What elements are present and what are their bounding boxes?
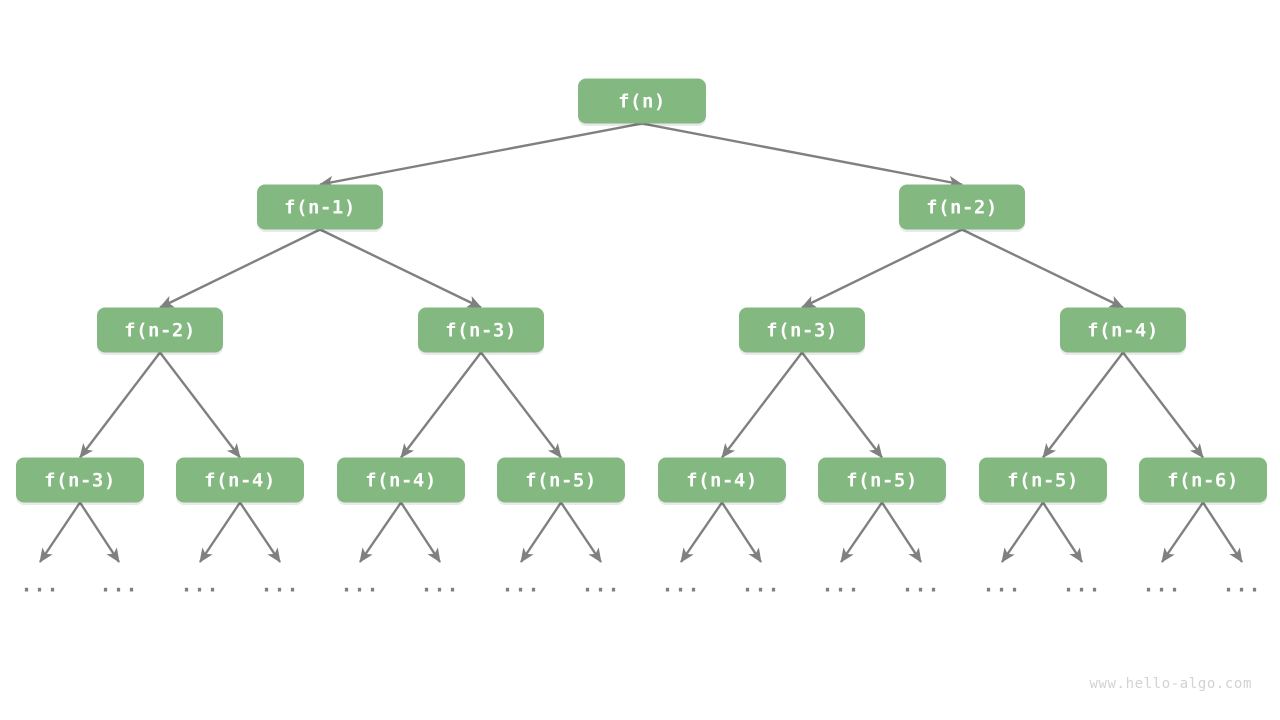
tree-node[interactable]: f(n-3) xyxy=(418,307,544,356)
tree-node[interactable]: f(n-5) xyxy=(979,457,1107,506)
tree-edge-leaf xyxy=(239,501,281,563)
tree-edge-leaf xyxy=(720,501,763,563)
tree-edge-leaf xyxy=(680,501,723,563)
tree-node[interactable]: f(n-6) xyxy=(1139,457,1267,506)
nodes-layer: f(n) f(n-1) f(n-2) f(n-2) f(n-3) f(n-3) f(n-4)… xyxy=(16,78,1267,506)
ellipses-layer: ........................................… xyxy=(20,573,1261,597)
tree-edge xyxy=(1122,351,1204,459)
tree-edge-leaf xyxy=(1201,501,1244,563)
tree-node-box[interactable] xyxy=(578,78,706,124)
tree-edge xyxy=(801,228,963,309)
tree-node[interactable]: f(n-4) xyxy=(176,457,304,506)
ellipsis-marker: ... xyxy=(501,573,540,597)
tree-edge-leaf xyxy=(1041,501,1084,563)
tree-node-label: f(n-5) xyxy=(846,470,918,492)
tree-node-label: f(n-4) xyxy=(365,470,437,492)
tree-node[interactable]: f(n-5) xyxy=(818,457,946,506)
ellipsis-marker: ... xyxy=(1142,573,1181,597)
tree-edge xyxy=(801,351,883,459)
ellipsis-marker: ... xyxy=(741,573,780,597)
ellipsis-marker: ... xyxy=(821,573,860,597)
tree-edge-leaf xyxy=(840,501,883,563)
ellipsis-marker: ... xyxy=(420,573,459,597)
tree-node-box[interactable] xyxy=(979,457,1107,503)
tree-node-label: f(n-4) xyxy=(1087,320,1159,342)
tree-node-label: f(n) xyxy=(618,91,666,113)
tree-node-box[interactable] xyxy=(739,307,865,353)
ellipsis-marker: ... xyxy=(20,573,59,597)
ellipsis-marker: ... xyxy=(982,573,1021,597)
ellipsis-marker: ... xyxy=(260,573,299,597)
watermark-label: www.hello-algo.com xyxy=(1089,676,1252,692)
tree-edge xyxy=(721,351,803,459)
tree-node[interactable]: f(n) xyxy=(578,78,706,127)
tree-edge xyxy=(961,228,1124,309)
tree-node-box[interactable] xyxy=(16,457,144,503)
tree-node[interactable]: f(n-4) xyxy=(1060,307,1186,356)
tree-edge xyxy=(1042,351,1124,459)
tree-node-box[interactable] xyxy=(658,457,786,503)
tree-node-box[interactable] xyxy=(257,184,383,230)
tree-edge-leaf xyxy=(1001,501,1044,563)
tree-edge xyxy=(159,351,241,459)
tree-node-label: f(n-4) xyxy=(204,470,276,492)
tree-node-box[interactable] xyxy=(337,457,465,503)
edges-layer xyxy=(79,122,1204,459)
tree-node[interactable]: f(n-3) xyxy=(739,307,865,356)
tree-node[interactable]: f(n-5) xyxy=(497,457,625,506)
ellipsis-marker: ... xyxy=(1062,573,1101,597)
tree-node-label: f(n-4) xyxy=(686,470,758,492)
tree-node-label: f(n-2) xyxy=(926,197,998,219)
tree-edge-leaf xyxy=(560,501,602,563)
tree-node[interactable]: f(n-2) xyxy=(97,307,223,356)
tree-edge xyxy=(480,351,562,459)
ellipsis-marker: ... xyxy=(180,573,219,597)
tree-node-box[interactable] xyxy=(818,457,946,503)
leaf-edges-layer xyxy=(39,501,1244,563)
tree-edge-leaf xyxy=(520,501,562,563)
ellipsis-marker: ... xyxy=(661,573,700,597)
tree-edge-leaf xyxy=(359,501,402,563)
tree-node-box[interactable] xyxy=(418,307,544,353)
tree-node-box[interactable] xyxy=(1139,457,1267,503)
tree-node[interactable]: f(n-3) xyxy=(16,457,144,506)
tree-node[interactable]: f(n-1) xyxy=(257,184,383,233)
tree-edge xyxy=(319,122,643,189)
tree-edge xyxy=(159,228,321,309)
tree-edge-leaf xyxy=(78,501,121,563)
tree-node-label: f(n-2) xyxy=(124,320,196,342)
tree-node[interactable]: f(n-2) xyxy=(899,184,1025,233)
tree-node-box[interactable] xyxy=(97,307,223,353)
tree-node-box[interactable] xyxy=(497,457,625,503)
tree-node-label: f(n-3) xyxy=(44,470,116,492)
tree-node-box[interactable] xyxy=(1060,307,1186,353)
tree-edge xyxy=(319,228,482,309)
tree-node-box[interactable] xyxy=(899,184,1025,230)
ellipsis-marker: ... xyxy=(340,573,379,597)
tree-node-box[interactable] xyxy=(176,457,304,503)
tree-node-label: f(n-5) xyxy=(525,470,597,492)
tree-edge-leaf xyxy=(1161,501,1204,563)
tree-node-label: f(n-5) xyxy=(1007,470,1079,492)
tree-edge-leaf xyxy=(39,501,81,563)
tree-node[interactable]: f(n-4) xyxy=(658,457,786,506)
tree-node-label: f(n-3) xyxy=(445,320,517,342)
tree-edge-leaf xyxy=(399,501,442,563)
ellipsis-marker: ... xyxy=(581,573,620,597)
tree-node[interactable]: f(n-4) xyxy=(337,457,465,506)
ellipsis-marker: ... xyxy=(901,573,940,597)
tree-edge xyxy=(79,351,161,459)
tree-node-label: f(n-1) xyxy=(284,197,356,219)
tree-edge-leaf xyxy=(199,501,241,563)
tree-node-label: f(n-3) xyxy=(766,320,838,342)
tree-edge xyxy=(641,122,963,189)
tree-edge-leaf xyxy=(880,501,923,563)
tree-node-label: f(n-6) xyxy=(1167,470,1239,492)
tree-edge xyxy=(400,351,482,459)
ellipsis-marker: ... xyxy=(1222,573,1261,597)
ellipsis-marker: ... xyxy=(99,573,138,597)
